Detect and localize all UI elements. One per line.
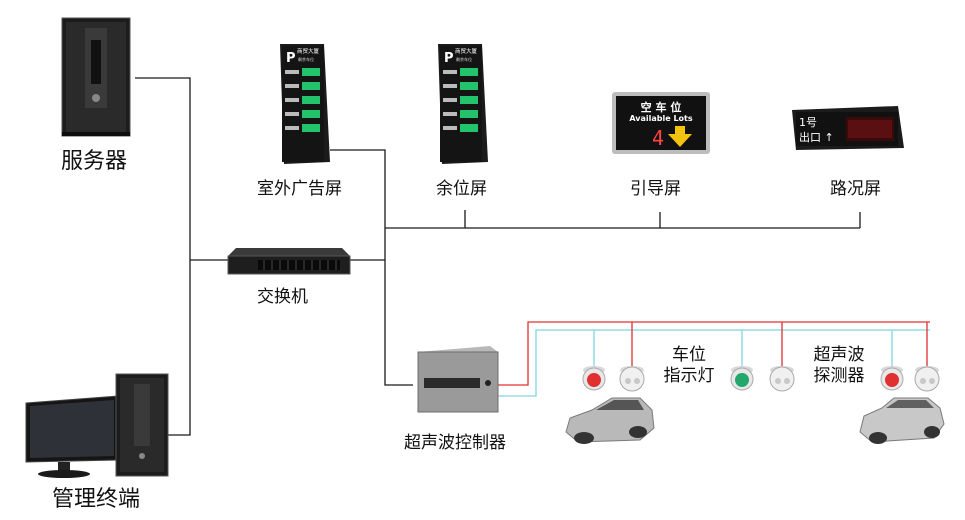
indicator-label: 车位 指示灯: [656, 346, 722, 385]
guide-sign-digit: 4: [652, 126, 664, 150]
red-bus: [497, 321, 930, 386]
guide-screen-icon: 空 车 位 Available Lots 4: [612, 92, 710, 154]
indicator-green-icon: [730, 366, 754, 391]
indicator-label-line1: 车位: [672, 345, 706, 365]
detector-label: 超声波 探测器: [806, 346, 872, 385]
sports-car-icon: [565, 397, 655, 444]
controller-box-icon: [417, 346, 499, 413]
remaining-screen-label: 余位屏: [436, 179, 487, 199]
road-screen-icon: 1号 出口 ↑: [792, 106, 904, 150]
road-screen-label: 路况屏: [830, 179, 881, 199]
outdoor-screen-label: 室外广告屏: [257, 179, 342, 199]
detector-label-line2: 探测器: [813, 365, 865, 386]
road-sign-line2: 出口 ↑: [799, 130, 834, 144]
network-switch-icon: [227, 248, 351, 275]
guide-sign-line2: Available Lots: [629, 114, 693, 123]
indicator-red-2-icon: [880, 366, 904, 391]
server-label: 服务器: [61, 149, 128, 174]
terminal-label: 管理终端: [52, 487, 141, 512]
server-terminal-trunk: [135, 77, 191, 436]
detector-3-icon: [914, 366, 940, 392]
controller-label: 超声波控制器: [404, 433, 506, 453]
remaining-sign-logo: P: [444, 51, 454, 66]
remaining-screen-icon: P 商贸大厦 剩余车位: [438, 44, 488, 164]
cyan-bus: [497, 329, 930, 397]
indicator-red-1-icon: [582, 366, 606, 391]
network-lines: [135, 77, 861, 436]
outdoor-sign-header: 商贸大厦: [297, 47, 320, 55]
detector-label-line1: 超声波: [813, 345, 865, 365]
outdoor-sign-subheader: 剩余车位: [298, 56, 314, 62]
server-tower-icon: [61, 17, 131, 137]
remaining-sign-subheader: 剩余车位: [456, 56, 472, 62]
bus-vertical: [330, 149, 413, 386]
guide-arrow-down-icon: [668, 126, 692, 147]
sedan-car-icon: [859, 397, 945, 444]
guide-sign-line1: 空 车 位: [641, 100, 682, 114]
outdoor-screen-icon: P 商贸大厦 剩余车位: [280, 44, 330, 164]
sensor-lines: [497, 321, 930, 397]
guide-screen-label: 引导屏: [630, 179, 681, 199]
detector-1-icon: [619, 366, 645, 392]
indicator-label-line2: 指示灯: [663, 365, 715, 386]
remaining-sign-header: 商贸大厦: [455, 47, 478, 55]
switch-label: 交换机: [257, 287, 308, 307]
terminal-workstation-icon: [25, 373, 169, 478]
detector-2-icon: [769, 366, 795, 392]
outdoor-sign-logo: P: [286, 51, 296, 66]
road-sign-line1: 1号: [799, 116, 817, 129]
